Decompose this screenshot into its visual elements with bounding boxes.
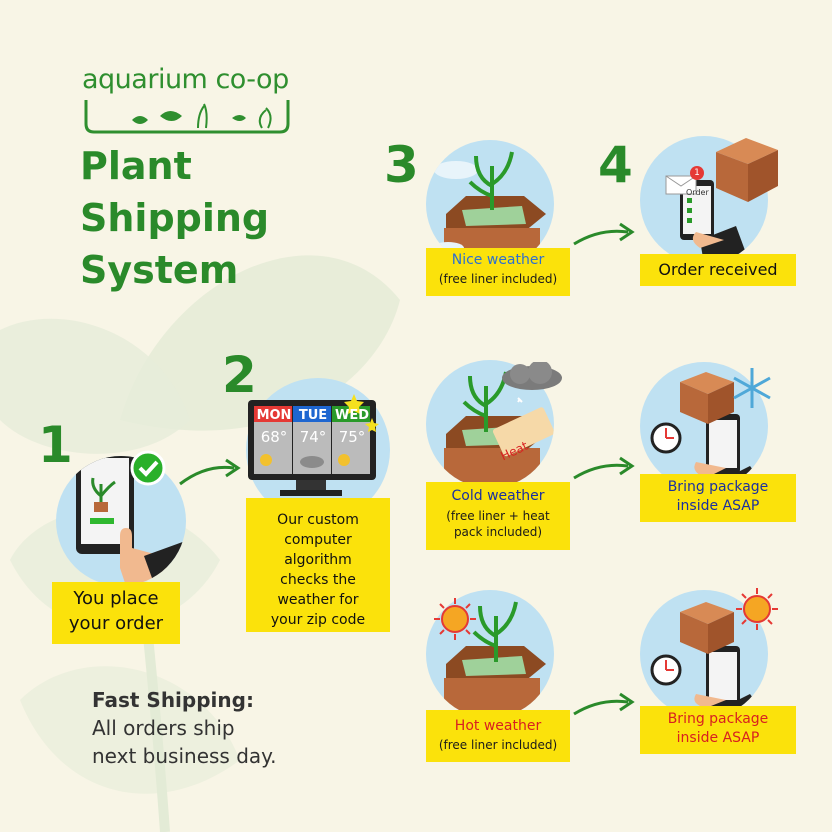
- hot-weather-circle: [426, 590, 554, 718]
- phone-order-text: Order: [686, 188, 709, 197]
- title-line: Plant: [80, 144, 192, 188]
- step2-label-line: Our custom: [277, 512, 359, 528]
- hot-weather-title: Hot weather: [454, 718, 542, 734]
- step2-label-line: checks the: [280, 572, 356, 588]
- order-received-label: Order received: [640, 254, 796, 286]
- arrow-icon: [573, 222, 635, 246]
- forecast-temp-mon: 68°: [260, 428, 288, 446]
- step1-label-line: You place: [73, 588, 159, 609]
- forecast-day-tue: TUE: [298, 408, 328, 423]
- step2-label-line: your zip code: [270, 612, 366, 628]
- step2-label-line: algorithm: [284, 552, 352, 568]
- brand-name: aquarium co-op: [82, 64, 289, 95]
- arrow-icon: [573, 692, 635, 716]
- step-number-1: 1: [38, 416, 73, 474]
- sun-icon: [434, 598, 476, 640]
- hot-outcome-line: Bring package: [667, 711, 769, 727]
- snowflake-icon: [733, 368, 771, 408]
- cold-weather-sub-line: (free liner + heat: [446, 509, 550, 523]
- monitor-illustration: [248, 394, 379, 496]
- fast-shipping-note: Fast Shipping: All orders ship next busi…: [92, 686, 276, 770]
- forecast-temp-tue: 74°: [299, 428, 327, 446]
- step2-label-line: weather for: [277, 592, 359, 608]
- step2-label: Our custom computer algorithm checks the…: [246, 498, 390, 632]
- forecast-day-mon: MON: [256, 408, 292, 423]
- hot-outcome-label: Bring package inside ASAP: [640, 706, 796, 754]
- cold-outcome-line: inside ASAP: [676, 498, 760, 514]
- cold-outcome-line: Bring package: [667, 479, 769, 495]
- step-number-3: 3: [384, 136, 419, 194]
- cold-outcome-label: Bring package inside ASAP: [640, 474, 796, 522]
- package-box-icon: [680, 602, 734, 654]
- fast-shipping-line: All orders ship: [92, 716, 235, 740]
- hot-weather-sub: (free liner included): [438, 738, 558, 752]
- nice-weather-sub: (free liner included): [438, 272, 558, 286]
- arrow-icon: [573, 456, 635, 480]
- nice-weather-title: Nice weather: [451, 252, 545, 268]
- title-line: Shipping: [80, 196, 270, 240]
- cold-weather-title: Cold weather: [451, 488, 545, 504]
- phone-order-box-illustration: [665, 175, 750, 264]
- sun-icon: [736, 588, 778, 630]
- step-number-4: 4: [598, 136, 633, 194]
- step1-label: You place your order: [52, 582, 180, 644]
- forecast-day-wed: WED: [334, 408, 369, 423]
- forecast-temp-wed: 75°: [338, 428, 366, 446]
- cloud-icon: [502, 362, 562, 390]
- arrow-icon: [179, 458, 241, 486]
- nice-weather-label: Nice weather (free liner included): [426, 248, 570, 296]
- fast-shipping-line: next business day.: [92, 744, 277, 768]
- step1-label-line: your order: [68, 613, 164, 634]
- step-number-2: 2: [222, 346, 257, 404]
- cold-weather-label: Cold weather (free liner + heat pack inc…: [426, 482, 570, 550]
- brand-underline-logo: [84, 100, 290, 134]
- package-box-icon: [680, 372, 734, 424]
- hot-outcome-line: inside ASAP: [676, 730, 760, 746]
- hot-weather-label: Hot weather (free liner included): [426, 710, 570, 762]
- page-title: Plant Shipping System: [80, 140, 269, 296]
- fast-shipping-heading: Fast Shipping:: [92, 688, 254, 712]
- cold-weather-sub-line: pack included): [453, 525, 543, 539]
- package-box-icon: [716, 138, 778, 202]
- check-icon: [130, 450, 166, 486]
- step2-label-line: computer: [284, 532, 352, 548]
- cold-weather-sub: (free liner + heat pack included): [426, 508, 570, 540]
- notification-badge: 1: [690, 166, 704, 180]
- title-line: System: [80, 248, 239, 292]
